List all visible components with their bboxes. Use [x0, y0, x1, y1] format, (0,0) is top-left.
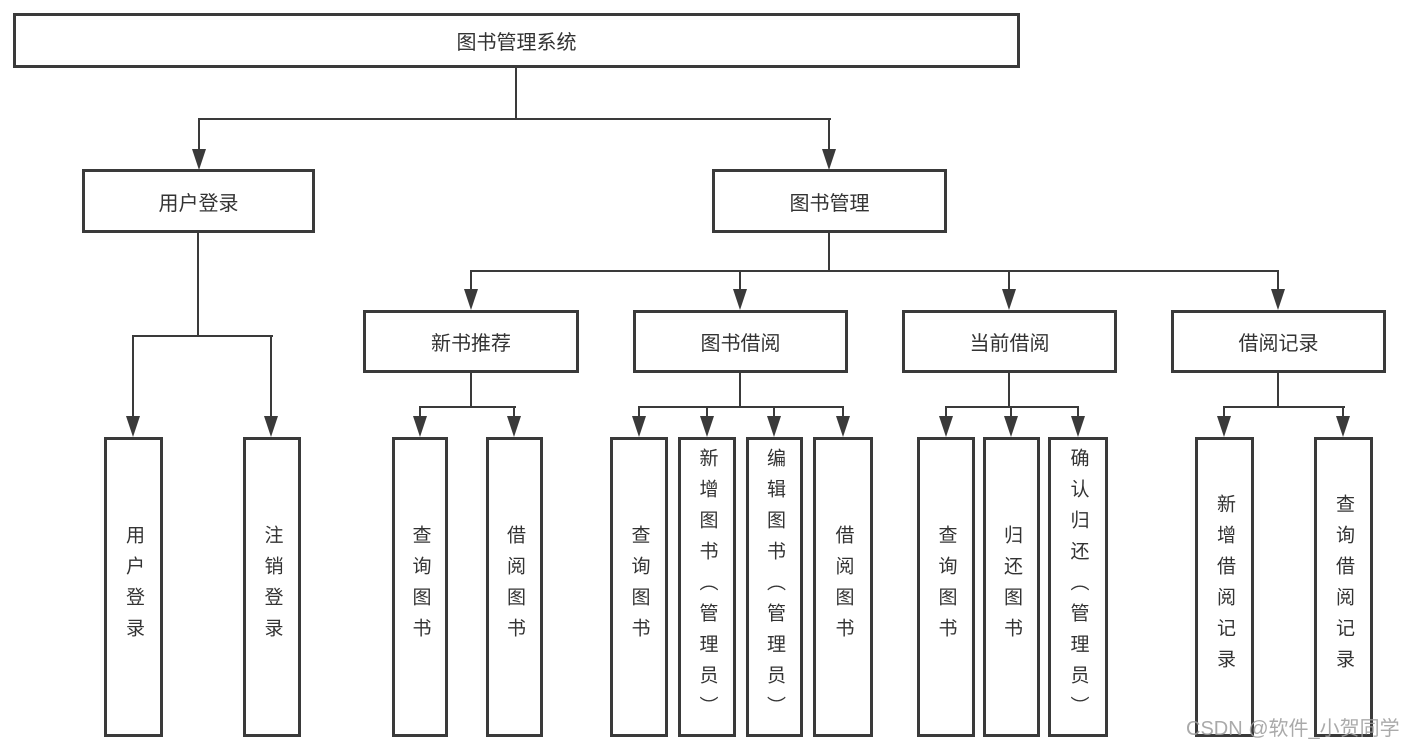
leaf-label: 归还图书: [1001, 525, 1022, 649]
connector-line: [739, 270, 741, 291]
connector-line: [198, 118, 200, 151]
arrow-down-icon: [192, 149, 206, 170]
connector-line: [1008, 373, 1010, 408]
node-borrow-records: 借阅记录: [1171, 310, 1386, 373]
leaf-logout: 注销登录: [243, 437, 301, 737]
leaf-label: 查询图书: [628, 525, 650, 649]
leaf-label: 查询借阅记录: [1333, 494, 1354, 680]
leaf-query-books-borrow: 查询图书: [610, 437, 668, 737]
connector-line: [1342, 406, 1344, 418]
connector-line: [1010, 406, 1012, 418]
connector-line: [1223, 406, 1225, 418]
leaf-label: 确认归还（管理员）: [1067, 447, 1089, 727]
arrow-down-icon: [413, 416, 427, 437]
leaf-return-books: 归还图书: [983, 437, 1040, 737]
arrow-down-icon: [632, 416, 646, 437]
connector-line: [419, 406, 516, 408]
leaf-add-borrow-record: 新增借阅记录: [1195, 437, 1254, 737]
connector-line: [197, 233, 199, 337]
connector-line: [470, 373, 472, 408]
leaf-confirm-return-admin: 确认归还（管理员）: [1048, 437, 1108, 737]
arrow-down-icon: [507, 416, 521, 437]
leaf-label: 查询图书: [409, 525, 431, 649]
connector-line: [1277, 373, 1279, 408]
node-book-management: 图书管理: [712, 169, 947, 233]
connector-line: [945, 406, 1079, 408]
arrow-down-icon: [767, 416, 781, 437]
node-book-borrow: 图书借阅: [633, 310, 848, 373]
connector-line: [198, 118, 831, 120]
connector-line: [1077, 406, 1079, 418]
arrow-down-icon: [1004, 416, 1018, 437]
connector-line: [1223, 406, 1345, 408]
node-user-login: 用户登录: [82, 169, 315, 233]
connector-line: [1277, 270, 1279, 291]
leaf-label: 编辑图书（管理员）: [764, 447, 785, 727]
leaf-user-login: 用户登录: [104, 437, 163, 737]
leaf-label: 注销登录: [261, 525, 283, 649]
arrow-down-icon: [939, 416, 953, 437]
node-new-book-recommend: 新书推荐: [363, 310, 579, 373]
leaf-query-borrow-record: 查询借阅记录: [1314, 437, 1373, 737]
arrow-down-icon: [700, 416, 714, 437]
leaf-label: 新增图书（管理员）: [696, 447, 718, 727]
connector-line: [842, 406, 844, 418]
connector-line: [638, 406, 844, 408]
arrow-down-icon: [822, 149, 836, 170]
connector-line: [515, 68, 517, 120]
connector-line: [513, 406, 515, 418]
connector-line: [739, 373, 741, 408]
leaf-query-books-current: 查询图书: [917, 437, 975, 737]
leaf-borrow-books: 借阅图书: [813, 437, 873, 737]
leaf-label: 借阅图书: [504, 525, 525, 649]
connector-line: [270, 335, 272, 417]
leaf-label: 新增借阅记录: [1214, 494, 1235, 680]
connector-line: [132, 335, 134, 417]
connector-line: [773, 406, 775, 418]
arrow-down-icon: [1217, 416, 1231, 437]
node-current-borrow: 当前借阅: [902, 310, 1117, 373]
arrow-down-icon: [1071, 416, 1085, 437]
arrow-down-icon: [1271, 289, 1285, 310]
leaf-edit-books-admin: 编辑图书（管理员）: [746, 437, 803, 737]
connector-line: [828, 118, 830, 151]
leaf-label: 用户登录: [123, 525, 144, 649]
arrow-down-icon: [126, 416, 140, 437]
connector-line: [470, 270, 472, 291]
arrow-down-icon: [1336, 416, 1350, 437]
connector-line: [1008, 270, 1010, 291]
csdn-watermark: CSDN @软件_小贺同学: [1186, 718, 1400, 740]
node-library-management-system: 图书管理系统: [13, 13, 1020, 68]
leaf-query-books-recommend: 查询图书: [392, 437, 448, 737]
arrow-down-icon: [464, 289, 478, 310]
leaf-borrow-books-recommend: 借阅图书: [486, 437, 543, 737]
connector-line: [470, 270, 1279, 272]
connector-line: [638, 406, 640, 418]
connector-line: [419, 406, 421, 418]
arrow-down-icon: [264, 416, 278, 437]
connector-line: [706, 406, 708, 418]
leaf-label: 借阅图书: [832, 525, 854, 649]
connector-line: [945, 406, 947, 418]
connector-line: [133, 335, 273, 337]
leaf-add-books-admin: 新增图书（管理员）: [678, 437, 736, 737]
arrow-down-icon: [1002, 289, 1016, 310]
arrow-down-icon: [733, 289, 747, 310]
connector-line: [828, 232, 830, 272]
arrow-down-icon: [836, 416, 850, 437]
leaf-label: 查询图书: [935, 525, 957, 649]
